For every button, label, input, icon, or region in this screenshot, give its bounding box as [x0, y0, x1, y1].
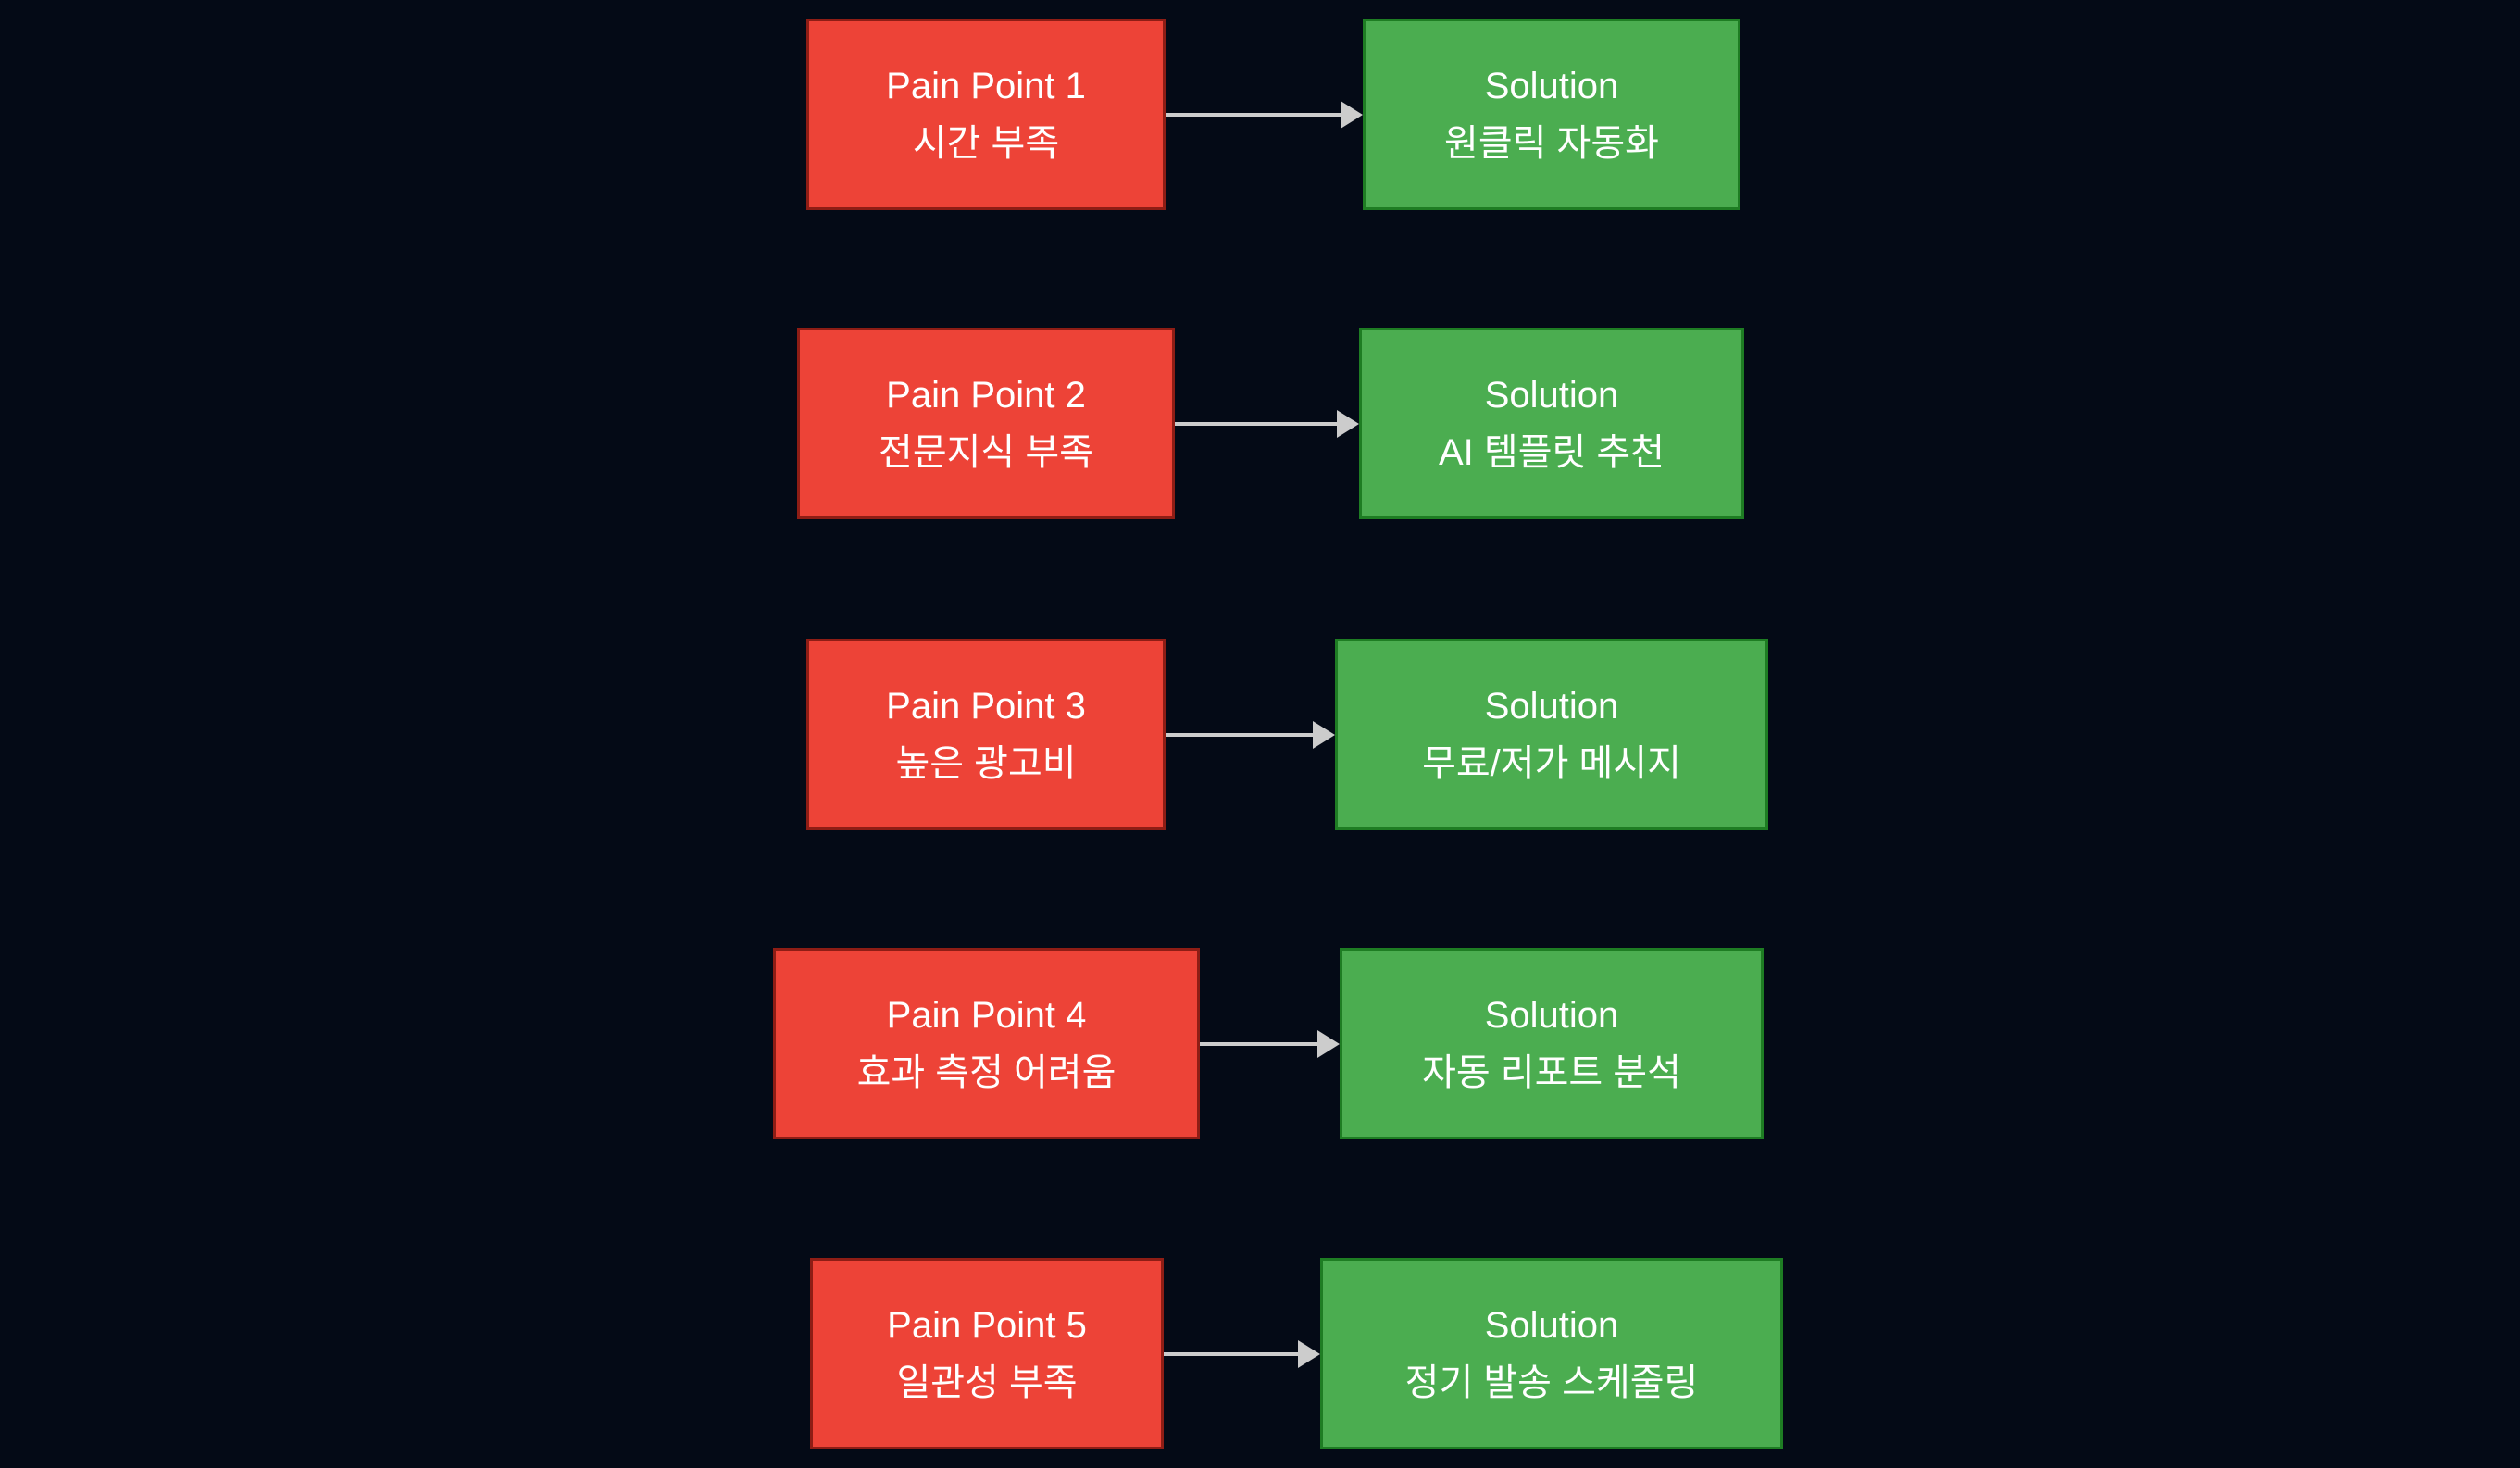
arrow-head-icon [1337, 409, 1359, 438]
solution-subtitle: AI 템플릿 추천 [1438, 431, 1665, 473]
solution-box: Solution AI 템플릿 추천 [1359, 328, 1744, 519]
solution-title: Solution [1484, 994, 1619, 1036]
connector-arrow [1166, 639, 1335, 830]
arrow-line [1166, 112, 1341, 117]
pain-point-title: Pain Point 5 [887, 1304, 1087, 1346]
connector-arrow [1200, 948, 1340, 1139]
pain-point-box: Pain Point 3 높은 광고비 [806, 639, 1166, 830]
pain-point-subtitle: 전문지식 부족 [879, 431, 1093, 473]
arrow-line [1164, 1351, 1298, 1356]
arrow-line [1200, 1041, 1317, 1046]
solution-title: Solution [1484, 685, 1619, 727]
pain-point-title: Pain Point 2 [886, 374, 1086, 416]
connector-arrow [1175, 328, 1359, 519]
pain-point-box: Pain Point 5 일관성 부족 [810, 1258, 1164, 1449]
arrow-head-icon [1317, 1029, 1340, 1058]
arrow-line [1175, 421, 1337, 426]
solution-title: Solution [1484, 1304, 1619, 1346]
pain-point-title: Pain Point 1 [886, 65, 1086, 106]
pain-point-box: Pain Point 2 전문지식 부족 [797, 328, 1175, 519]
pain-point-title: Pain Point 3 [886, 685, 1086, 727]
arrow-head-icon [1298, 1339, 1320, 1368]
arrow-head-icon [1341, 100, 1363, 129]
pain-point-box: Pain Point 4 효과 측정 어려움 [773, 948, 1200, 1139]
arrow-line [1166, 732, 1313, 737]
pain-point-title: Pain Point 4 [886, 994, 1087, 1036]
connector-arrow [1164, 1258, 1320, 1449]
pain-point-subtitle: 효과 측정 어려움 [856, 1051, 1117, 1093]
solution-box: Solution 자동 리포트 분석 [1340, 948, 1764, 1139]
solution-title: Solution [1484, 374, 1619, 416]
solution-box: Solution 원클릭 자동화 [1363, 19, 1740, 210]
pain-point-subtitle: 시간 부족 [912, 122, 1060, 164]
solution-subtitle: 원클릭 자동화 [1444, 122, 1659, 164]
solution-subtitle: 자동 리포트 분석 [1422, 1051, 1681, 1093]
solution-box: Solution 무료/저가 메시지 [1335, 639, 1768, 830]
solution-subtitle: 무료/저가 메시지 [1422, 742, 1681, 784]
connector-arrow [1166, 19, 1363, 210]
pain-point-subtitle: 높은 광고비 [895, 742, 1077, 784]
solution-subtitle: 정기 발송 스케줄링 [1404, 1362, 1699, 1403]
pain-point-subtitle: 일관성 부족 [896, 1362, 1078, 1403]
solution-box: Solution 정기 발송 스케줄링 [1320, 1258, 1783, 1449]
arrow-head-icon [1313, 720, 1335, 749]
pain-point-box: Pain Point 1 시간 부족 [806, 19, 1166, 210]
solution-title: Solution [1484, 65, 1619, 106]
